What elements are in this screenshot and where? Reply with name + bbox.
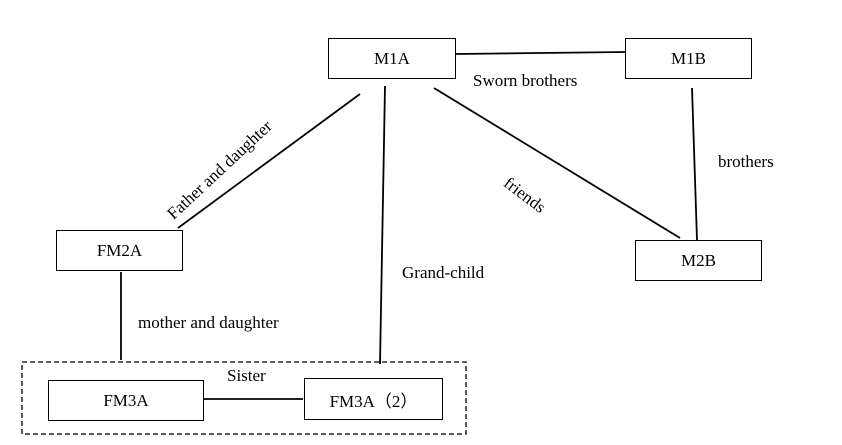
label-mother-and-daughter: mother and daughter bbox=[138, 313, 279, 332]
node-m2b: M2B bbox=[635, 240, 762, 281]
label-brothers: brothers bbox=[718, 152, 774, 171]
node-fm3a-2: FM3A（2） bbox=[304, 378, 443, 420]
label-grand-child: Grand-child bbox=[402, 263, 485, 282]
node-fm2a: FM2A bbox=[56, 230, 183, 271]
edge-m1a-m1b bbox=[455, 51, 626, 55]
node-m1a: M1A bbox=[328, 38, 456, 79]
edge-m1a-fm2a bbox=[177, 93, 361, 229]
label-sworn-brothers: Sworn brothers bbox=[473, 71, 578, 90]
edge-m1b-m2b bbox=[691, 87, 698, 241]
label-sister: Sister bbox=[227, 366, 266, 385]
edge-m1a-m2b bbox=[433, 87, 681, 239]
node-m1b: M1B bbox=[625, 38, 752, 79]
node-fm3a: FM3A bbox=[48, 380, 204, 421]
sister-group-box bbox=[21, 361, 467, 435]
edge-m1a-fm3a2 bbox=[379, 85, 386, 365]
